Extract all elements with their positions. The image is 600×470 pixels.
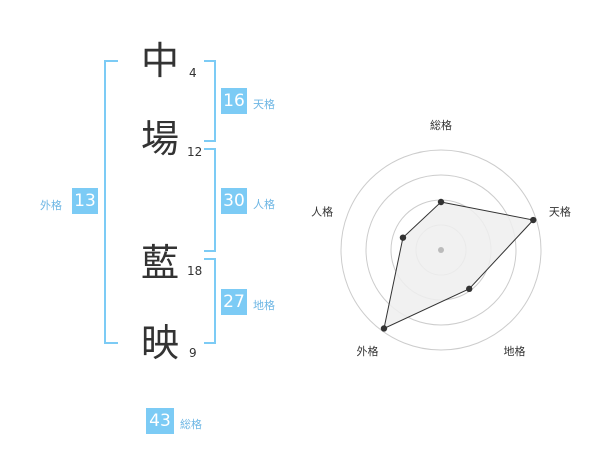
radar-axis-label: 人格	[311, 204, 333, 218]
name-kanji-1: 中	[141, 39, 180, 83]
radar-point	[466, 285, 473, 293]
radar-center-point	[438, 247, 444, 253]
soukaku-label: 総格	[180, 418, 202, 431]
radar-axis-label: 天格	[549, 204, 571, 218]
chikaku-bracket	[204, 258, 216, 344]
radar-axis-label: 総格	[430, 118, 452, 132]
gaikaku-label: 外格	[40, 199, 62, 212]
radar-grid-ring	[340, 149, 542, 351]
stroke-count-3: 18	[187, 264, 203, 278]
name-kanji-4: 映	[141, 321, 180, 365]
radar-grid-ring	[365, 174, 517, 326]
radar-point	[530, 216, 537, 224]
name-kanji-3: 藍	[141, 241, 180, 285]
radar-axis-label: 地格	[503, 344, 525, 358]
gaikaku-bracket	[104, 60, 118, 344]
chikaku-label: 地格	[253, 299, 275, 312]
soukaku-value: 43	[146, 408, 174, 434]
tenkaku-label: 天格	[253, 98, 275, 111]
jinkaku-label: 人格	[253, 198, 275, 211]
gaikaku-value: 13	[72, 188, 98, 214]
tenkaku-value: 16	[221, 88, 247, 114]
jinkaku-value: 30	[221, 188, 247, 214]
radar-series-area	[383, 201, 535, 330]
tenkaku-bracket	[204, 60, 216, 142]
radar-axis-label: 外格	[357, 344, 379, 358]
jinkaku-bracket	[204, 148, 216, 252]
stroke-count-1: 4	[189, 66, 197, 80]
name-kanji-2: 場	[141, 117, 180, 161]
stroke-count-2: 12	[187, 145, 203, 159]
radar-point	[437, 198, 445, 206]
radar-point	[380, 325, 388, 332]
chikaku-value: 27	[221, 289, 247, 315]
radar-point	[399, 234, 407, 241]
stroke-count-4: 9	[189, 346, 197, 360]
